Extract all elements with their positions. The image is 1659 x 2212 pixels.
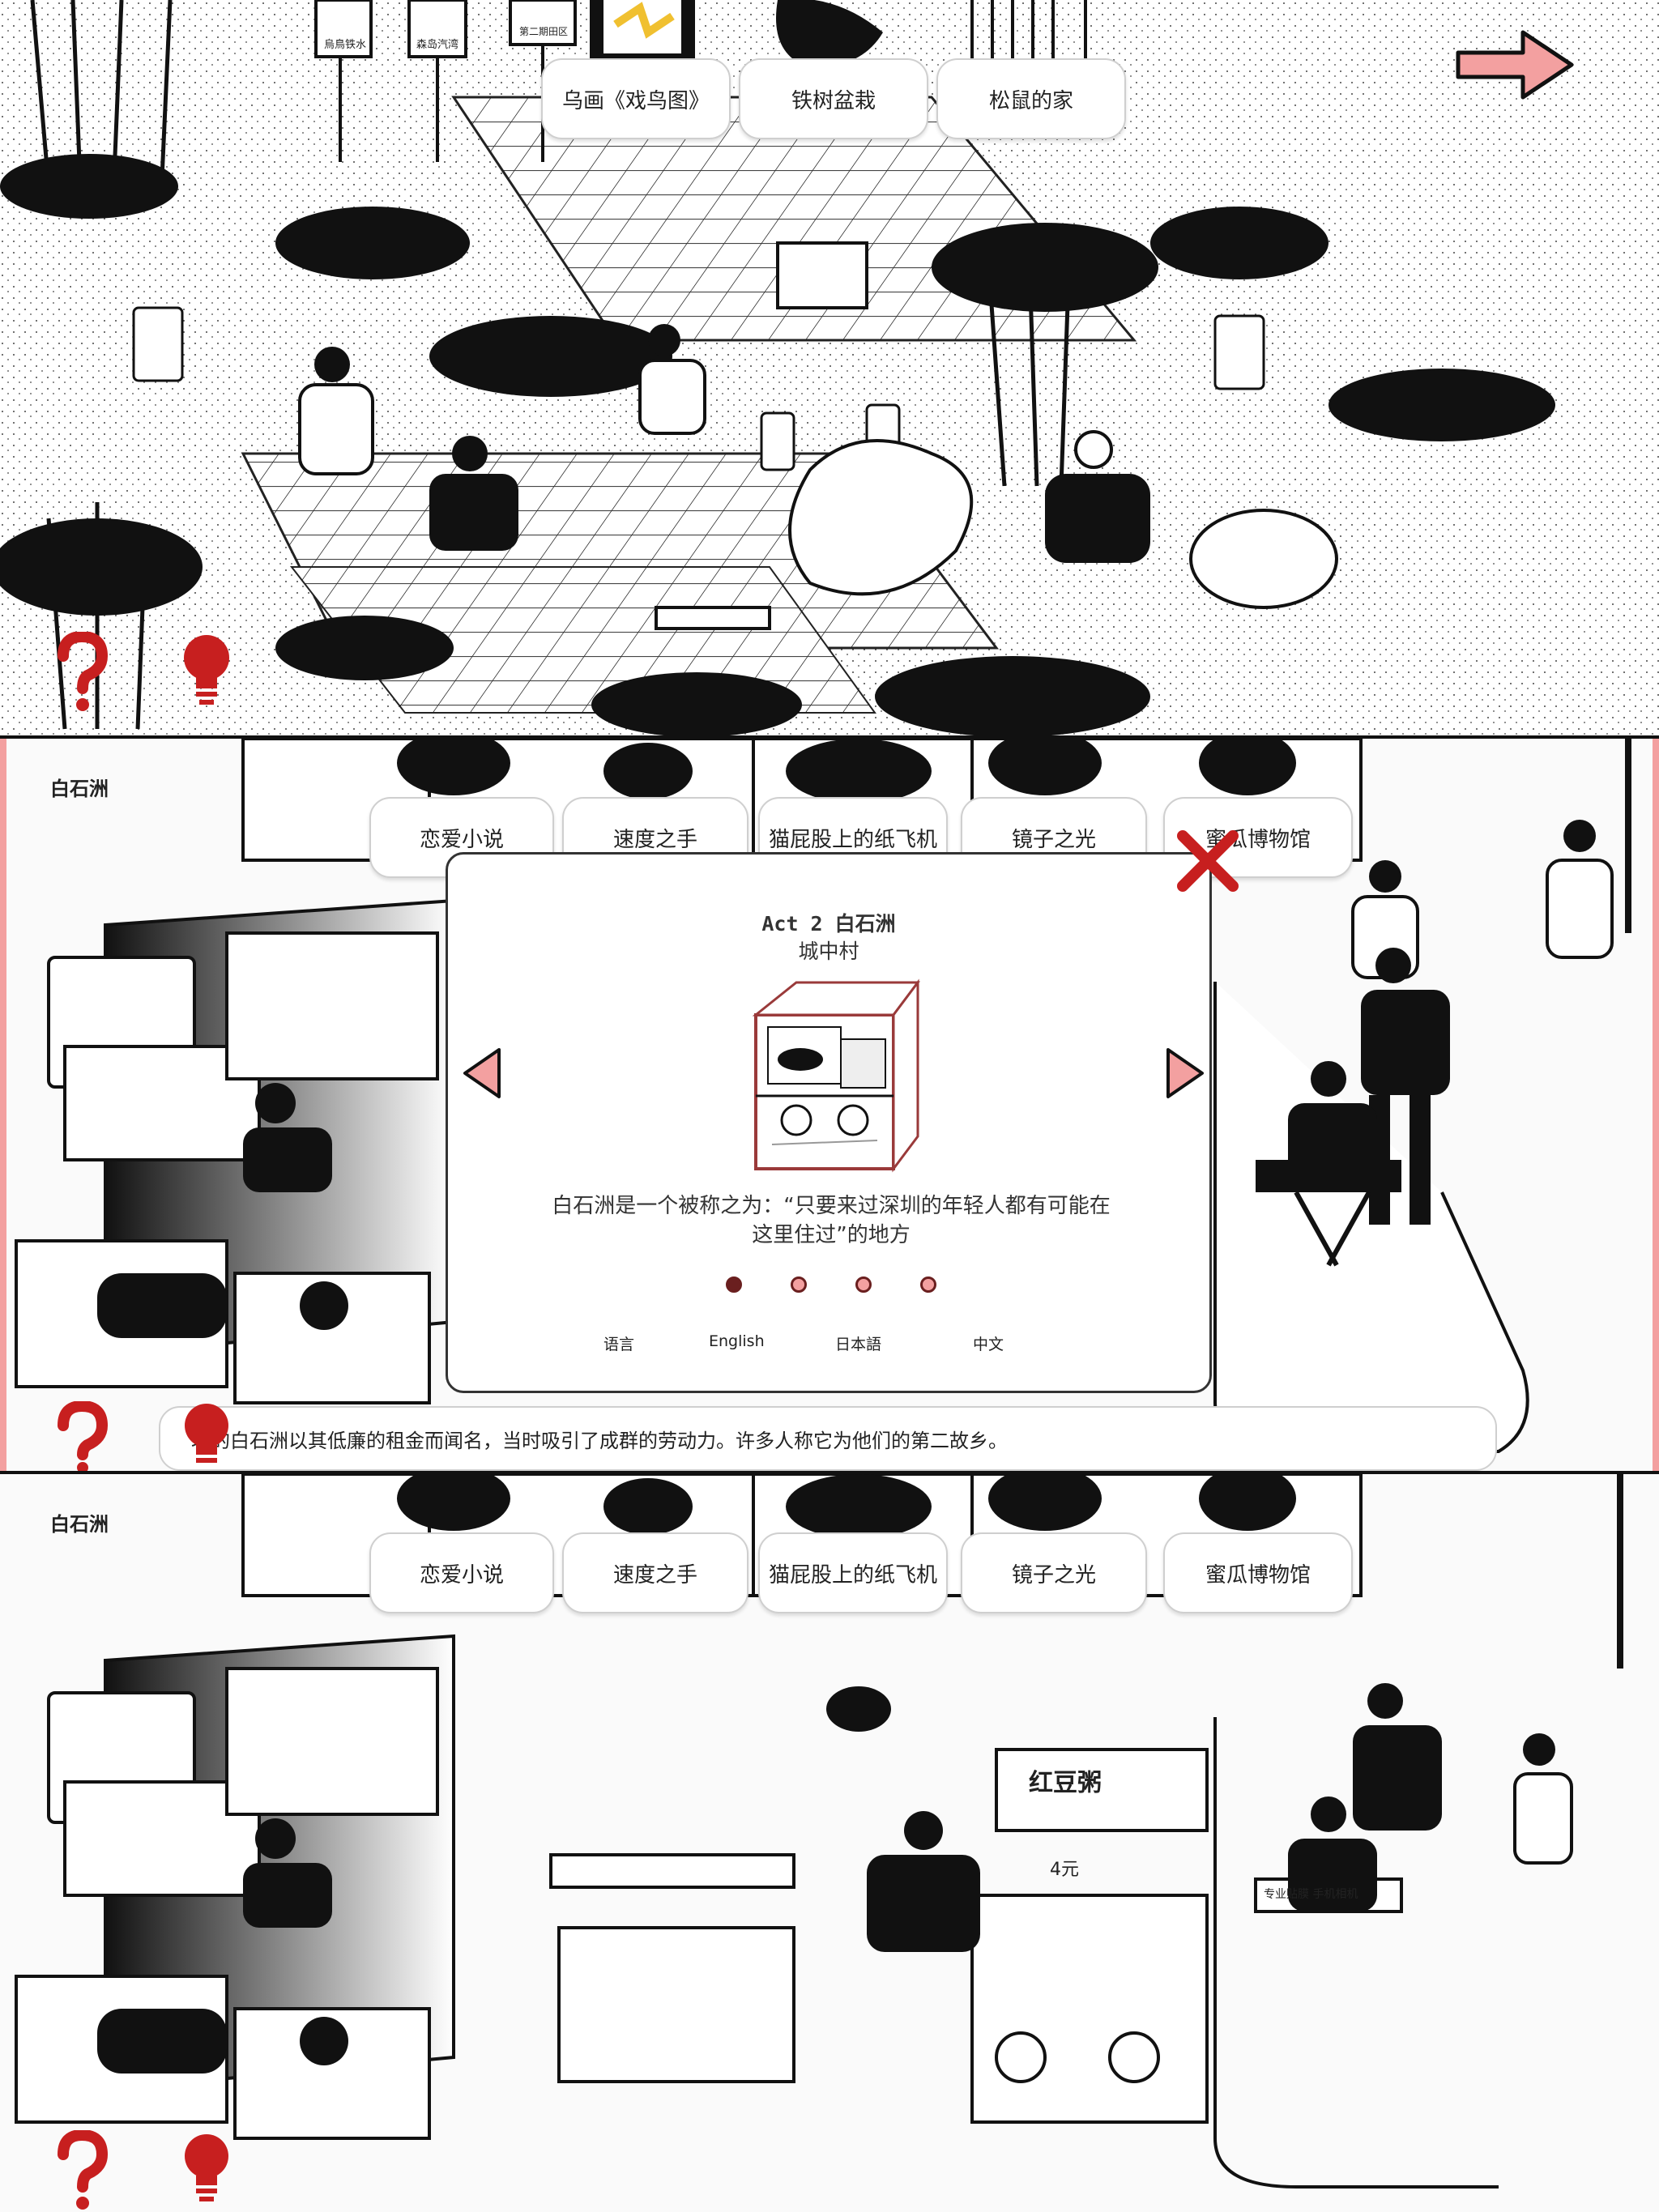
hint-lightbulb-icon[interactable] — [178, 2132, 235, 2210]
language-option-japanese[interactable]: 日本語 — [835, 1336, 882, 1353]
language-option-english[interactable]: English — [709, 1332, 765, 1350]
target-item-card[interactable]: 恋爱小说 — [369, 1532, 554, 1613]
chapter-illustration — [752, 978, 920, 1173]
story-caption-bar: 圳的白石洲以其低廉的租金而闻名，当时吸引了成群的劳动力。许多人称它为他们的第二故… — [159, 1406, 1497, 1471]
target-item-card[interactable]: 蜜瓜博物馆 — [1163, 797, 1353, 878]
target-item-card[interactable]: 镜子之光 — [961, 1532, 1147, 1613]
previous-page-arrow-icon[interactable] — [458, 1045, 507, 1102]
dialog-title: Act 2 白石洲 — [761, 912, 896, 936]
chapter-info-dialog: Act 2 白石洲 城中村 白石洲是一个被称之为：“只要来过深圳的年轻人都有可能… — [446, 852, 1212, 1393]
sign-label: 烏鳥铁水 — [323, 39, 366, 51]
help-question-icon[interactable] — [53, 1401, 110, 1471]
page-dot[interactable] — [920, 1276, 936, 1293]
target-item-card[interactable]: 蜜瓜博物馆 — [1163, 1532, 1353, 1613]
next-arrow-icon[interactable] — [1450, 24, 1580, 105]
help-question-icon[interactable] — [53, 632, 110, 713]
hint-lightbulb-icon[interactable] — [178, 632, 235, 713]
language-option-chinese[interactable]: 中文 — [973, 1336, 1004, 1353]
target-item-card[interactable]: 速度之手 — [562, 1532, 748, 1613]
found-item-card[interactable]: 铁树盆栽 — [739, 58, 928, 139]
found-item-card[interactable]: 松鼠的家 — [936, 58, 1126, 139]
page-dot[interactable] — [791, 1276, 807, 1293]
hint-lightbulb-icon[interactable] — [178, 1401, 235, 1471]
page-dot-active[interactable] — [726, 1276, 742, 1293]
market-street-panel: 白石洲 恋爱小说 速度之手 猫屁股上的纸飞机 镜子之光 蜜瓜博物馆 红豆粥 4元… — [0, 1471, 1659, 2212]
caption-text: 圳的白石洲以其低廉的租金而闻名，当时吸引了成群的劳动力。许多人称它为他们的第二故… — [191, 1429, 1008, 1452]
stall-price: 4元 — [1050, 1860, 1079, 1880]
dialog-description: 白石洲是一个被称之为：“只要来过深圳的年轻人都有可能在这里住过”的地方 — [552, 1194, 1111, 1247]
location-label: 白石洲 — [50, 778, 109, 800]
stall-sign: 红豆粥 — [1029, 1769, 1102, 1797]
sign-label: 第二期田区 — [518, 26, 568, 37]
help-question-icon[interactable] — [53, 2130, 110, 2211]
next-page-arrow-icon[interactable] — [1160, 1045, 1209, 1102]
close-icon[interactable] — [1175, 828, 1241, 894]
language-label: 语言 — [603, 1336, 635, 1353]
sign-label: 森岛汽湾 — [416, 39, 458, 51]
found-item-card[interactable]: 乌画《戏鸟图》 — [541, 58, 731, 139]
park-scene-panel: 烏鳥铁水 森岛汽湾 第二期田区 乌画《戏鸟图》 铁树盆栽 松鼠的家 — [0, 0, 1659, 735]
phone-service-sign: 专业贴膜 手机相机 — [1264, 1888, 1358, 1901]
page-dot[interactable] — [855, 1276, 872, 1293]
location-label: 白石洲 — [50, 1513, 109, 1536]
target-item-card[interactable]: 猫屁股上的纸飞机 — [758, 1532, 948, 1613]
dialog-subtitle: 城中村 — [798, 940, 859, 963]
